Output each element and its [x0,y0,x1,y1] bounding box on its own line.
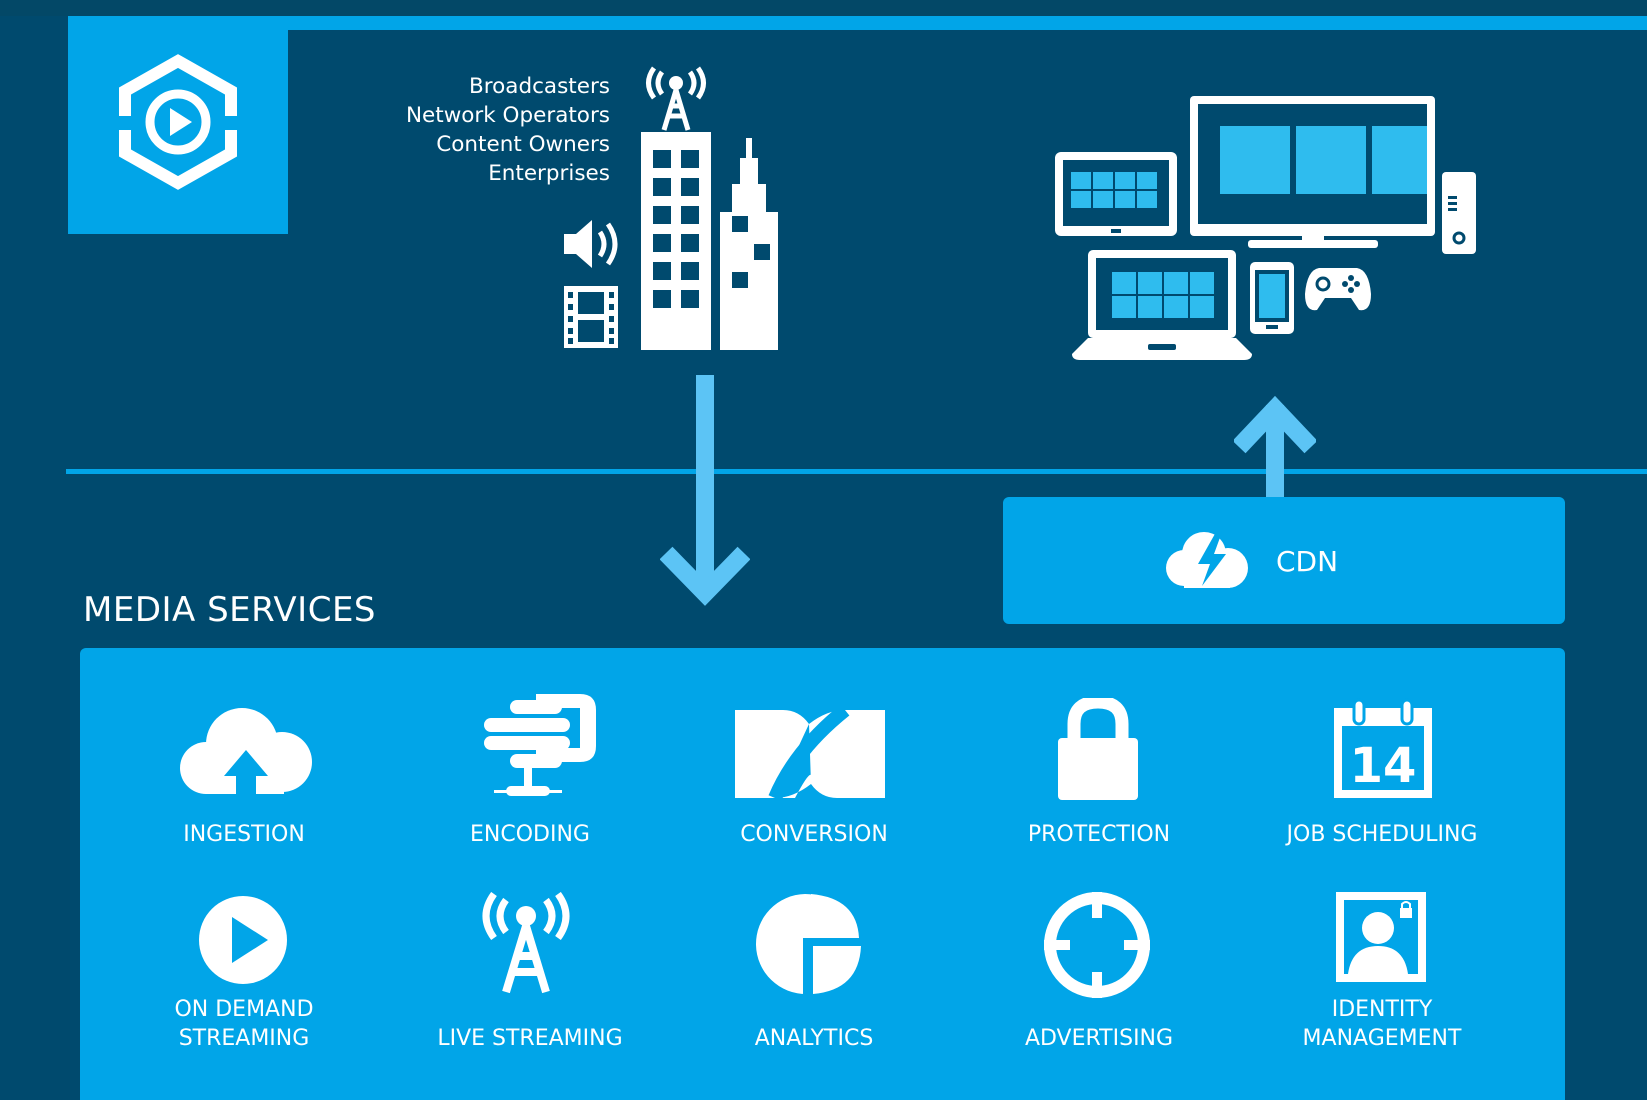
cdn-box [1003,497,1565,624]
speaker-icon [564,220,618,268]
laptop-icon [1072,250,1252,360]
service-label: INGESTION [183,822,305,847]
service-live-streaming[interactable]: LIVE STREAMING [400,1024,660,1053]
media-services-title: MEDIA SERVICES [83,590,377,630]
service-label: ENCODING [470,822,590,847]
service-protection[interactable]: PROTECTION [969,820,1229,849]
service-label-line1: ON DEMAND [174,997,314,1022]
gamepad-icon [1305,268,1371,311]
encoding-icon[interactable] [480,694,596,806]
service-ingestion[interactable]: INGESTION [114,820,374,849]
cloud-lightning-icon [1166,532,1248,588]
divider-line [66,469,1647,474]
calendar-day: 14 [1350,738,1417,794]
service-label: PROTECTION [1027,822,1171,847]
service-label: LIVE STREAMING [437,1026,623,1051]
service-conversion[interactable]: CONVERSION [684,820,944,849]
cloud-upload-icon[interactable] [178,706,314,798]
pie-chart-icon[interactable] [755,890,863,996]
television-icon [1190,96,1435,248]
source-item: Network Operators [405,103,610,128]
tablet-icon [1055,152,1177,236]
service-label: CONVERSION [740,822,888,847]
top-accent-bar [68,16,1647,30]
source-item: Broadcasters [469,74,610,99]
source-item: Content Owners [436,132,610,157]
console-icon [1442,172,1476,254]
down-arrow [660,375,750,606]
cdn-label: CDN [1276,545,1339,578]
target-icon[interactable] [1042,890,1152,1000]
service-label: ADVERTISING [1024,1026,1174,1051]
service-label: JOB SCHEDULING [1286,822,1478,847]
user-lock-icon[interactable] [1334,890,1428,984]
service-encoding[interactable]: ENCODING [400,820,660,849]
top-band [0,0,1647,16]
office-building-icon [641,132,711,350]
service-job-scheduling[interactable]: JOB SCHEDULING [1252,820,1512,849]
source-list: Broadcasters Network Operators Content O… [330,72,610,188]
service-on-demand-streaming[interactable]: ON DEMAND STREAMING [114,995,374,1053]
conversion-icon[interactable] [735,710,885,798]
broadcast-tower-icon[interactable] [470,892,582,996]
service-label-line1: IDENTITY [1331,997,1433,1022]
service-label: ANALYTICS [754,1026,874,1051]
service-identity-management[interactable]: IDENTITY MANAGEMENT [1252,995,1512,1053]
logo-tile [68,16,288,234]
skyscraper-icon [720,138,778,350]
film-icon [564,286,618,348]
padlock-icon[interactable] [1058,698,1138,800]
service-label-line2: MANAGEMENT [1302,1026,1462,1051]
service-analytics[interactable]: ANALYTICS [684,1024,944,1053]
calendar-icon[interactable]: 14 [1332,698,1434,800]
service-label-line2: STREAMING [178,1026,310,1051]
service-advertising[interactable]: ADVERTISING [969,1024,1229,1053]
up-arrow [1234,395,1316,500]
phone-icon [1250,262,1294,334]
broadcast-tower-icon [646,66,706,131]
source-item: Enterprises [488,161,610,186]
play-circle-icon[interactable] [198,895,288,985]
media-play-hexagon-icon [116,54,240,190]
